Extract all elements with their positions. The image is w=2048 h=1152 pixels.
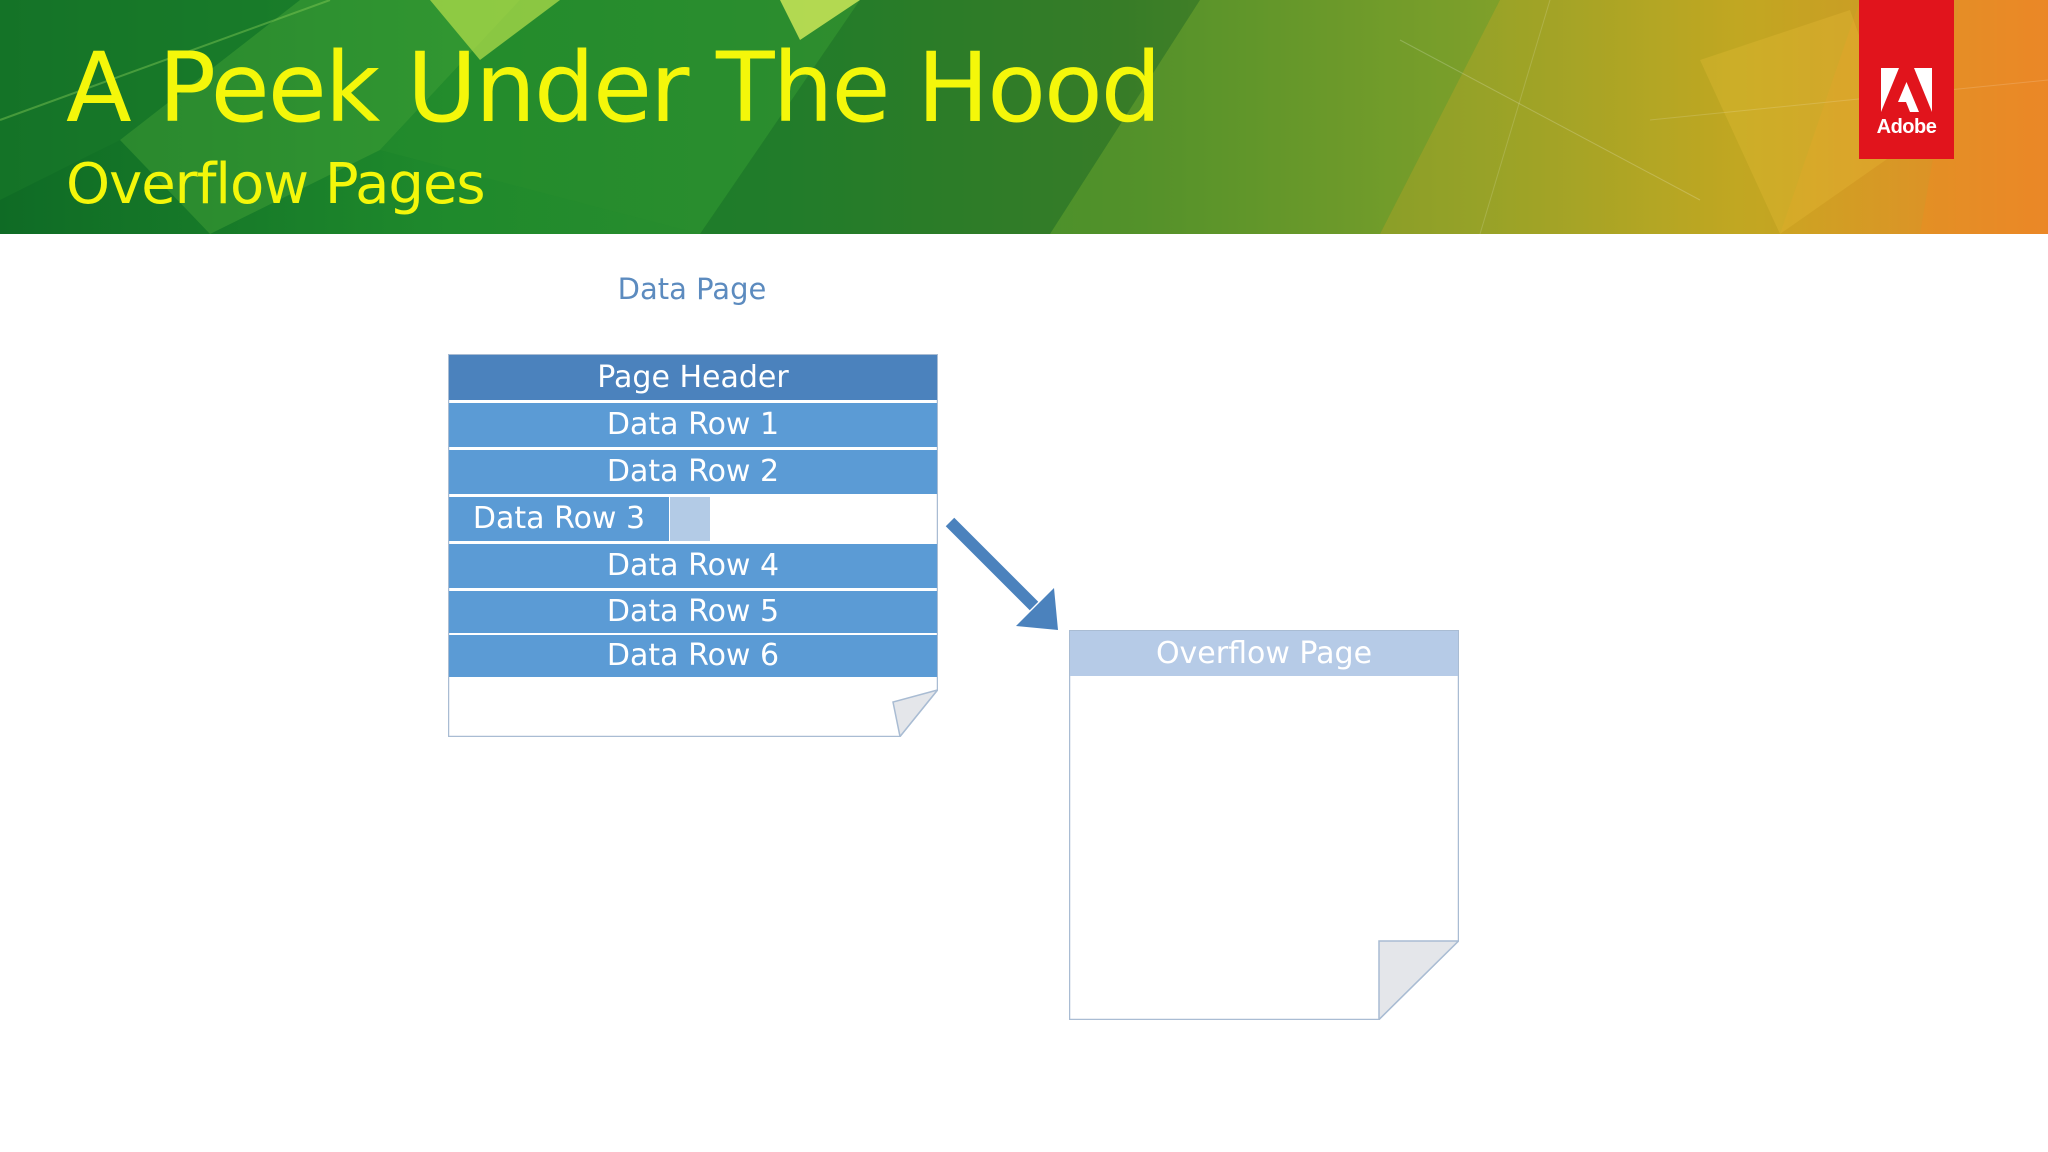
overflow-page: Overflow Page <box>1069 630 1459 1020</box>
data-page-label: Data Page <box>617 272 767 306</box>
data-row-3-overflow-pointer <box>670 497 710 541</box>
adobe-logo-text: Adobe <box>1876 116 1937 138</box>
data-row-5: Data Row 5 <box>449 591 937 633</box>
slide-title: A Peek Under The Hood <box>66 32 1162 144</box>
data-row-4: Data Row 4 <box>449 544 937 588</box>
data-page: Page Header Data Row 1 Data Row 2 Data R… <box>448 354 938 737</box>
data-row-3: Data Row 3 <box>449 497 669 541</box>
data-row-1: Data Row 1 <box>449 403 937 447</box>
data-row-6: Data Row 6 <box>449 635 937 677</box>
arrow-down-right-icon <box>945 517 1058 630</box>
adobe-logo: Adobe <box>1859 0 1954 159</box>
title-banner: A Peek Under The Hood Overflow Pages <box>0 0 2048 234</box>
data-row-2: Data Row 2 <box>449 450 937 494</box>
overflow-page-header: Overflow Page <box>1070 631 1458 676</box>
banner-facets <box>0 0 2048 234</box>
overflow-page-outline <box>1069 630 1459 1020</box>
slide-subtitle: Overflow Pages <box>66 152 486 217</box>
adobe-logo-icon <box>1881 68 1932 112</box>
page-header-row: Page Header <box>449 355 937 400</box>
